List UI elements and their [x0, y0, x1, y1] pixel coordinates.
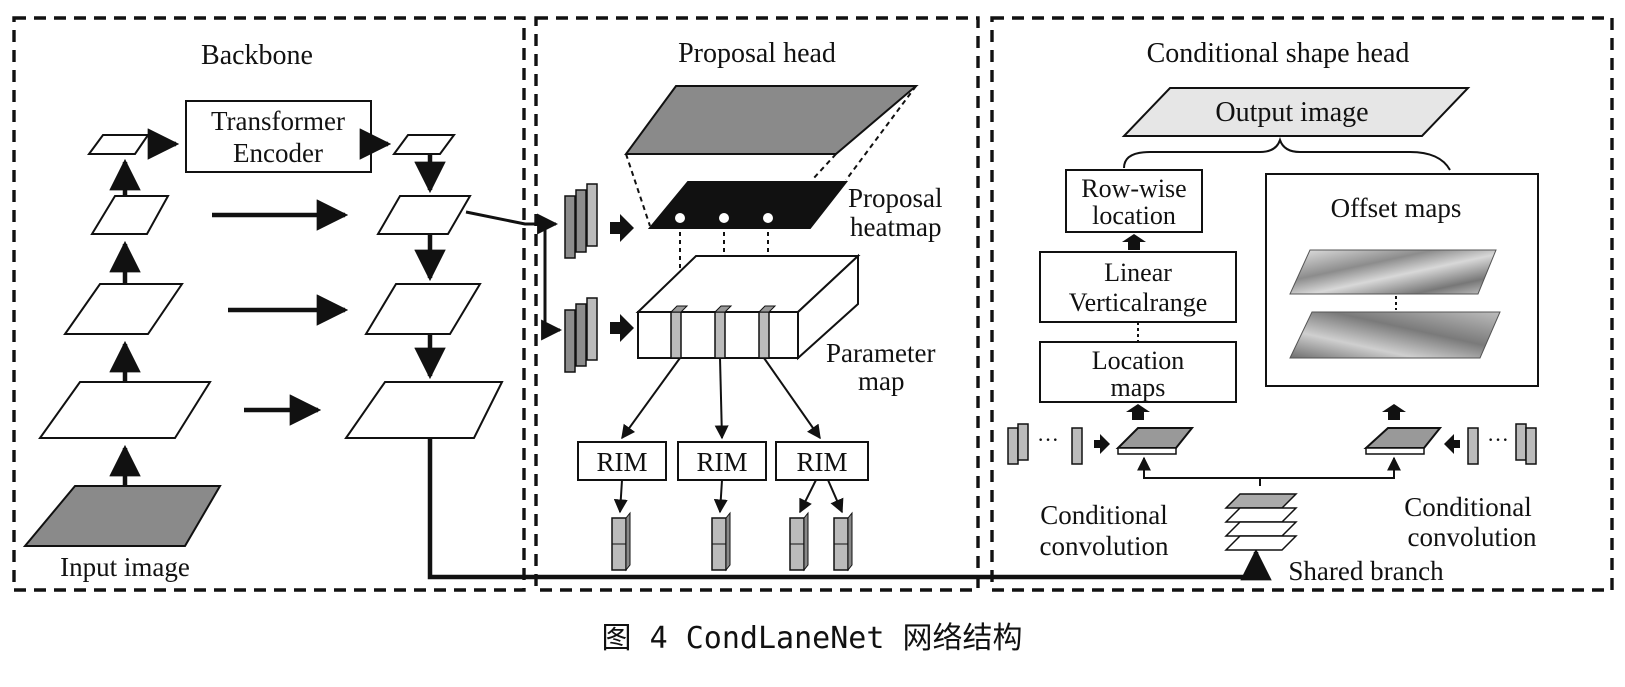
- parameter-map-cuboid: [635, 253, 861, 361]
- output-image-plane: [1121, 87, 1471, 137]
- heatmap-peak-2: [719, 213, 729, 223]
- conditional-shape-head-frame: [990, 16, 1614, 592]
- cond-conv-left-label-line1: Conditional: [1040, 500, 1168, 530]
- rim-box-2: [677, 441, 767, 481]
- output-image-label: Output image: [1215, 97, 1368, 128]
- svg-text:···: ···: [1037, 427, 1059, 452]
- figure-caption: 图 4 CondLaneNet 网络结构: [602, 621, 1023, 656]
- location-label-line2: maps: [1111, 373, 1166, 402]
- offset-map-top: [1289, 249, 1497, 295]
- offset-maps-label: Offset maps: [1331, 193, 1462, 223]
- rim-output-column-2: [711, 511, 731, 572]
- left-cond-conv-stack: ···: [1007, 423, 1110, 465]
- rim-label-2: RIM: [696, 447, 747, 477]
- block-arrow-up-row: [1122, 234, 1146, 250]
- cond-conv-right-label-line1: Conditional: [1404, 492, 1532, 522]
- conditional-shape-head-title: Conditional shape head: [1147, 38, 1410, 69]
- linear-label-line1: Linear: [1104, 258, 1172, 287]
- rim-label-1: RIM: [596, 447, 647, 477]
- backbone-left-pyramid: [22, 134, 222, 547]
- location-maps-box: [1039, 341, 1237, 403]
- backbone-title: Backbone: [201, 40, 313, 71]
- svg-text:···: ···: [1487, 427, 1509, 452]
- fpn-level-4: [392, 134, 456, 155]
- fpn-level-3: [376, 195, 472, 235]
- transformer-label-line2: Encoder: [233, 138, 323, 168]
- shared-branch-connector: [427, 438, 1272, 581]
- linear-label-line2: Verticalrange: [1069, 288, 1208, 317]
- heatmap-label-line2: heatmap: [850, 212, 941, 242]
- offset-map-bottom: [1289, 311, 1501, 359]
- rim-output-column-3a: [789, 511, 809, 572]
- proposal-heatmap-plane: [647, 181, 849, 229]
- proposal-conv-block-bottom: [564, 297, 598, 373]
- right-cond-conv-plate: [1363, 427, 1443, 449]
- block-arrow-bottom: [610, 314, 634, 342]
- proposal-head-title: Proposal head: [678, 38, 836, 69]
- left-cond-conv-plate: [1115, 427, 1195, 449]
- rim-output-column-1: [611, 511, 631, 572]
- backbone-right-pyramid: [344, 134, 504, 439]
- output-brace: [1123, 136, 1451, 171]
- fpn-level-2: [364, 283, 482, 335]
- block-arrow-top: [610, 214, 634, 242]
- location-label-line1: Location: [1092, 346, 1184, 375]
- backbone-level-2: [63, 283, 184, 335]
- heatmap-label-line1: Proposal: [848, 183, 943, 213]
- parameter-map-label-line2: map: [858, 366, 905, 396]
- backbone-level-3: [90, 195, 170, 235]
- proposal-head-frame: [534, 16, 980, 592]
- proposal-conv-block-top: [564, 183, 598, 259]
- linear-vertical-range-box: [1039, 251, 1237, 323]
- input-image-plane: [22, 485, 222, 547]
- rim-output-column-3b: [833, 511, 853, 572]
- block-arrow-up-offset: [1382, 404, 1406, 420]
- row-wise-label-line2: location: [1092, 201, 1176, 230]
- shared-branch-label: Shared branch: [1288, 556, 1444, 586]
- block-arrow-up-location: [1126, 404, 1150, 420]
- row-wise-label-line1: Row-wise: [1081, 174, 1186, 203]
- shared-branch-stack: [1224, 493, 1298, 551]
- row-wise-location-box: [1065, 169, 1203, 233]
- backbone-level-1: [38, 381, 212, 439]
- transformer-label-line1: Transformer: [211, 106, 345, 136]
- backbone-level-4: [87, 134, 150, 155]
- heatmap-peak-3: [763, 213, 773, 223]
- rim-label-3: RIM: [796, 447, 847, 477]
- transformer-encoder-box: [185, 100, 372, 173]
- right-cond-conv-stack: ···: [1444, 423, 1537, 465]
- cond-conv-left-label-line2: convolution: [1040, 531, 1169, 561]
- cond-conv-right-label-line2: convolution: [1408, 522, 1537, 552]
- input-image-label: Input image: [60, 552, 190, 582]
- parameter-map-label-line1: Parameter: [826, 338, 935, 368]
- rim-box-3: [775, 441, 869, 481]
- fpn-level-1: [344, 381, 504, 439]
- heatmap-peak-1: [675, 213, 685, 223]
